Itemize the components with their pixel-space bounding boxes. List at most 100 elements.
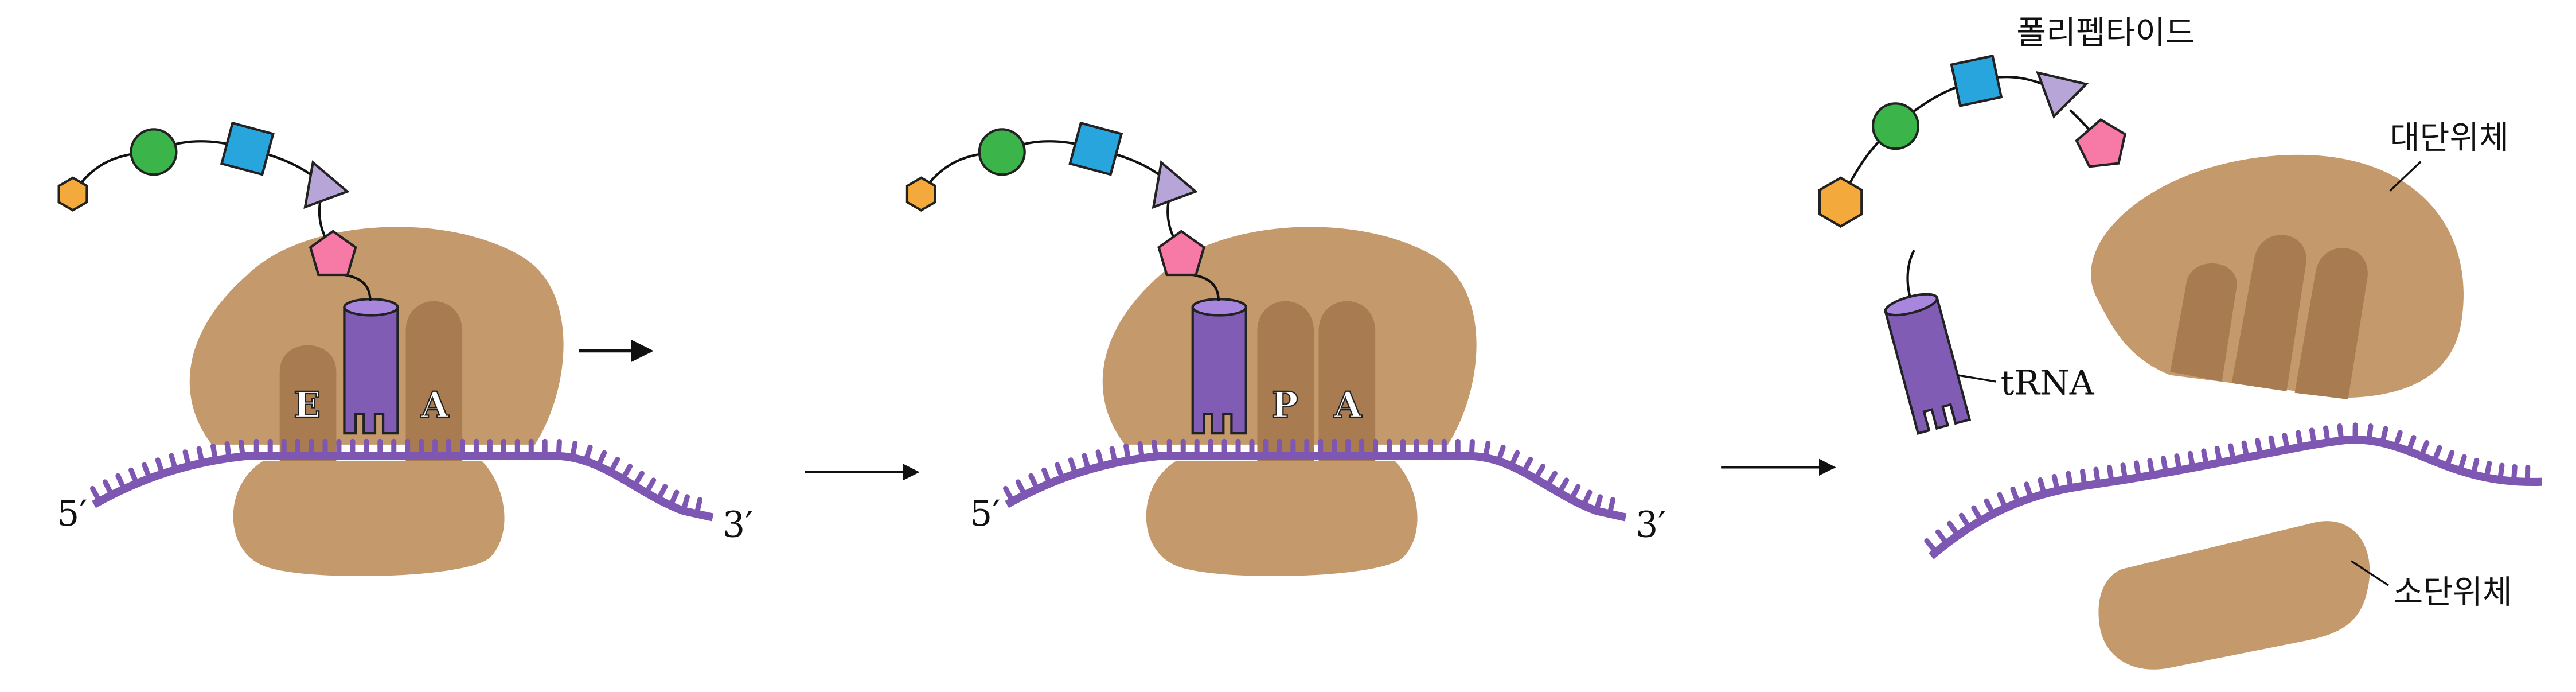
mrna-base (681, 494, 690, 514)
triangle-amino-acid (2036, 71, 2089, 119)
mrna-base (2282, 433, 2290, 452)
mrna-base (2309, 427, 2317, 448)
square-amino-acid (1068, 121, 1123, 176)
mrna-base (115, 473, 127, 492)
mrna-base (608, 456, 620, 475)
polypeptide-label: 폴리펩타이드 (2016, 14, 2195, 52)
mrna-base (1958, 512, 1972, 531)
large-subunit-site (2231, 235, 2306, 391)
mrna-base (1568, 484, 1581, 502)
chain-link (344, 273, 372, 301)
a-site (1318, 301, 1376, 461)
trna-top (1191, 298, 1247, 317)
square-amino-acid (220, 121, 275, 176)
mrna-base (2444, 450, 2455, 469)
mrna-base (1152, 439, 1158, 459)
mrna-base (182, 449, 192, 469)
hexagon-amino-acid (905, 176, 936, 212)
mrna-base (2228, 443, 2237, 463)
released-small-subunit (2098, 521, 2370, 670)
mrna-base (2431, 445, 2442, 464)
small-subunit (233, 461, 505, 577)
mrna-base (2406, 434, 2417, 454)
mrna-base (2255, 438, 2263, 458)
mrna-base (1109, 446, 1118, 466)
large-subunit-site (2294, 248, 2368, 399)
three-prime-label: 3′ (723, 503, 754, 545)
mrna-base (2379, 426, 2388, 446)
mrna-base (1068, 457, 1078, 477)
mrna-base (583, 445, 593, 464)
mrna-base (2366, 423, 2374, 444)
mrna-base (643, 477, 657, 496)
mrna-base (1533, 464, 1546, 482)
mrna-base (2160, 456, 2169, 476)
mrna-base (2038, 477, 2047, 497)
released-large-subunit (2091, 154, 2464, 399)
mrna-base (2241, 440, 2250, 460)
mrna-strand (89, 438, 714, 522)
mrna-base (155, 457, 165, 477)
mrna-base (2201, 448, 2209, 468)
mrna-base (2120, 462, 2128, 483)
triangle-amino-acid (1152, 160, 1198, 209)
hexagon-amino-acid (57, 176, 88, 212)
trna-body (343, 306, 399, 435)
mrna-base (668, 489, 680, 508)
trna (343, 298, 399, 435)
mrna-base (1947, 520, 1961, 538)
polypeptide-chain (57, 121, 372, 301)
mrna-base (2511, 464, 2518, 484)
mrna-base (2214, 445, 2223, 465)
mrna-base (2418, 440, 2430, 459)
a-site (405, 301, 463, 461)
circle-amino-acid (1871, 102, 1920, 150)
mrna-bases (1003, 438, 1616, 516)
mrna-base (169, 453, 178, 473)
mrna-bases (1924, 422, 2531, 555)
site-e-label: E (294, 384, 321, 426)
mrna-base (595, 450, 607, 469)
p-site (1257, 301, 1314, 461)
chain-link (1192, 273, 1220, 301)
mrna-base (1041, 467, 1052, 487)
mrna-base (2147, 458, 2155, 478)
mrna-base (1082, 453, 1091, 473)
mrna-base (239, 439, 245, 459)
trna-pointer (1957, 374, 1996, 383)
mrna-base (2392, 430, 2403, 449)
mrna-base (2010, 486, 2021, 506)
pentagon-amino-acid (1157, 230, 1205, 277)
mrna-base (2187, 450, 2196, 471)
mrna-base (1971, 505, 1984, 523)
mrna-base (1003, 485, 1016, 504)
polypeptide-chain (905, 121, 1220, 301)
mrna-base (1015, 479, 1028, 498)
mrna-base (1055, 462, 1065, 481)
mrna-base (2079, 468, 2087, 488)
mrna-base (128, 467, 139, 487)
five-prime-label: 5′ (970, 492, 1001, 534)
stage-2: P A 5′ 3′ (905, 121, 1666, 577)
mrna-base (2497, 462, 2505, 483)
released-polypeptide (1818, 54, 2126, 228)
mrna-base (2066, 471, 2074, 491)
mrna-base (1607, 497, 1616, 516)
mrna-base (142, 462, 153, 481)
pentagon-amino-acid (2075, 118, 2126, 168)
mrna-base (102, 479, 115, 498)
triangle-amino-acid (303, 160, 350, 209)
mrna-base (2133, 460, 2142, 480)
mrna-base (2457, 454, 2467, 473)
large-subunit-pointer (2389, 161, 2422, 192)
circle-amino-acid (978, 128, 1026, 176)
mrna-base (1544, 471, 1558, 489)
small-subunit-pointer (2351, 560, 2389, 586)
mrna-base (196, 446, 205, 466)
stage-3: 폴리펩타이드 대단위체 tRNA 소단위체 (1818, 14, 2542, 670)
mrna-base (2323, 425, 2331, 445)
hexagon-amino-acid (1818, 176, 1863, 228)
mrna-base (2337, 423, 2344, 444)
mrna-base (224, 441, 232, 461)
mrna-base (1997, 492, 2008, 511)
